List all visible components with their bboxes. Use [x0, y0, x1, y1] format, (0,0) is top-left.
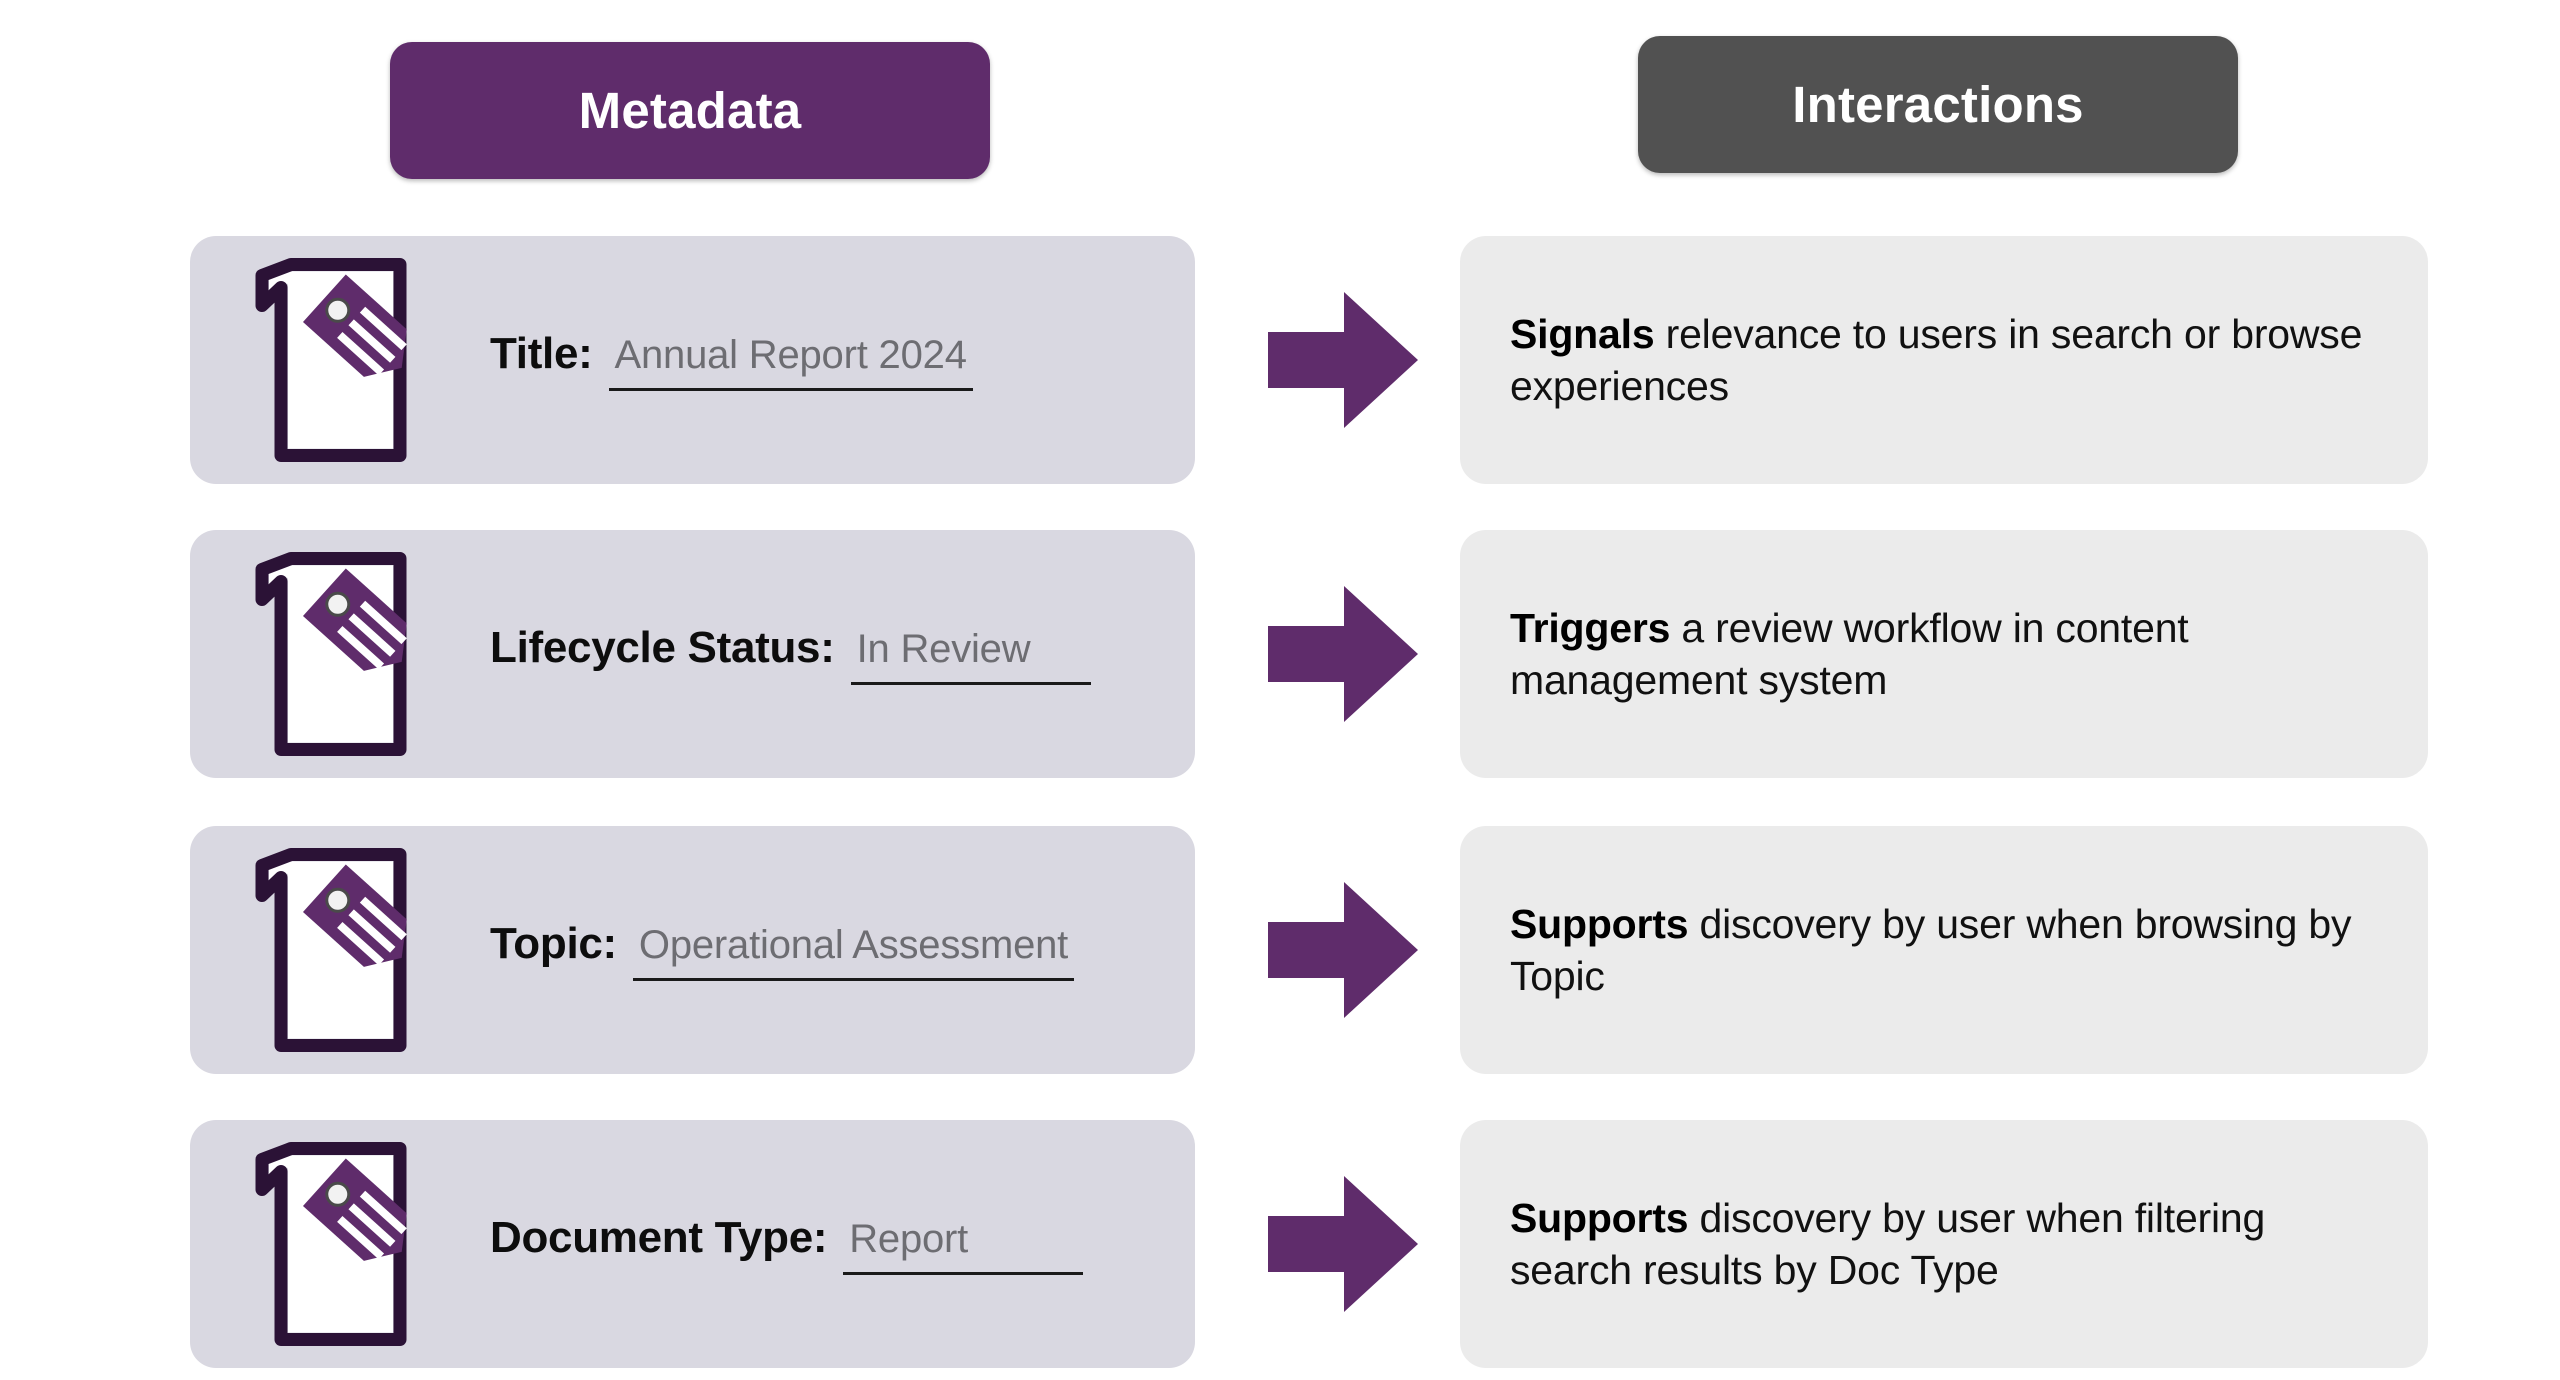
metadata-card[interactable]: Topic: Operational Assessment [190, 826, 1195, 1074]
interaction-text: Supports discovery by user when filterin… [1460, 1192, 2428, 1297]
document-tag-icon [255, 552, 435, 757]
metadata-field-label: Lifecycle Status: [490, 623, 835, 672]
metadata-field-value: Operational Assessment [638, 923, 1069, 967]
document-tag-icon [255, 848, 435, 1053]
interaction-text: Supports discovery by user when browsing… [1460, 898, 2428, 1003]
metadata-field-label: Title: [490, 329, 593, 378]
metadata-field: Lifecycle Status: In Review [490, 623, 1155, 685]
metadata-field-value: Annual Report 2024 [614, 333, 967, 377]
metadata-field-value-underline[interactable]: Annual Report 2024 [608, 333, 973, 391]
metadata-field-label: Document Type: [490, 1213, 828, 1262]
interaction-lead: Triggers [1510, 604, 1671, 651]
document-tag-icon [255, 258, 435, 463]
interaction-text: Triggers a review workflow in content ma… [1460, 602, 2428, 707]
metadata-field-label: Topic: [490, 919, 617, 968]
interaction-text: Signals relevance to users in search or … [1460, 308, 2428, 413]
right-arrow-icon [1268, 1176, 1418, 1312]
metadata-field-value: Report [849, 1217, 969, 1261]
metadata-field-value-underline[interactable]: Report [843, 1217, 1084, 1275]
interaction-card[interactable]: Signals relevance to users in search or … [1460, 236, 2428, 484]
column-header-interactions-label: Interactions [1792, 76, 2084, 133]
column-header-interactions: Interactions [1638, 36, 2238, 173]
metadata-card[interactable]: Title: Annual Report 2024 [190, 236, 1195, 484]
metadata-field-value: In Review [856, 627, 1031, 671]
metadata-field-value-underline[interactable]: Operational Assessment [632, 923, 1075, 981]
column-header-metadata: Metadata [390, 42, 990, 179]
right-arrow-icon [1268, 586, 1418, 722]
metadata-interaction-row: Topic: Operational Assessment Supports d… [0, 826, 2560, 1074]
metadata-field: Topic: Operational Assessment [490, 919, 1155, 981]
metadata-interaction-row: Lifecycle Status: In Review Triggers a r… [0, 530, 2560, 778]
metadata-field: Title: Annual Report 2024 [490, 329, 1155, 391]
metadata-field: Document Type: Report [490, 1213, 1155, 1275]
right-arrow-icon [1268, 292, 1418, 428]
interaction-rest: relevance to users in search or browse e… [1510, 310, 2363, 409]
metadata-field-value-underline[interactable]: In Review [850, 627, 1091, 685]
document-tag-icon [255, 1142, 435, 1347]
metadata-interaction-row: Title: Annual Report 2024 Signals releva… [0, 236, 2560, 484]
interaction-card[interactable]: Supports discovery by user when browsing… [1460, 826, 2428, 1074]
metadata-interaction-row: Document Type: Report Supports discovery… [0, 1120, 2560, 1368]
interaction-card[interactable]: Supports discovery by user when filterin… [1460, 1120, 2428, 1368]
interaction-rest: a review workflow in content management … [1510, 604, 2189, 703]
interaction-lead: Signals [1510, 310, 1655, 357]
interaction-rest: discovery by user when filtering search … [1510, 1194, 2266, 1293]
metadata-card[interactable]: Document Type: Report [190, 1120, 1195, 1368]
interaction-lead: Supports [1510, 900, 1689, 947]
interaction-lead: Supports [1510, 1194, 1689, 1241]
interaction-card[interactable]: Triggers a review workflow in content ma… [1460, 530, 2428, 778]
interaction-rest: discovery by user when browsing by Topic [1510, 900, 2352, 999]
column-header-metadata-label: Metadata [578, 82, 802, 139]
right-arrow-icon [1268, 882, 1418, 1018]
metadata-card[interactable]: Lifecycle Status: In Review [190, 530, 1195, 778]
